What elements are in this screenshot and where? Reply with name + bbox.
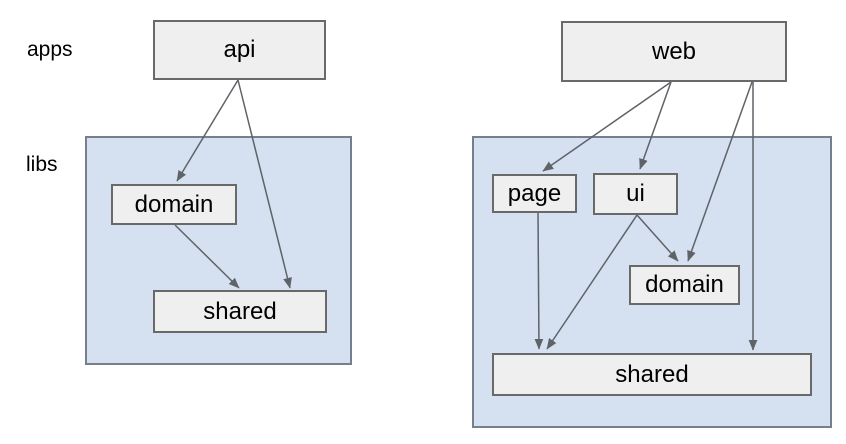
node-label: api [223,36,256,63]
node-label: ui [626,180,645,207]
node-ui: ui [593,173,678,215]
node-label: domain [134,190,214,218]
node-shared-right: shared [492,353,812,396]
node-label: shared [615,360,689,388]
node-domain-right: domain [629,265,740,305]
row-label-apps: apps [27,38,73,61]
node-label: page [507,179,562,207]
node-label: domain [645,271,724,298]
row-label-libs: libs [26,153,58,176]
node-domain-left: domain [111,184,237,225]
node-api: api [153,20,326,80]
node-page: page [492,174,577,213]
node-web: web [561,21,787,82]
node-label: shared [203,297,277,325]
node-shared-left: shared [153,290,327,333]
node-label: web [651,37,697,65]
